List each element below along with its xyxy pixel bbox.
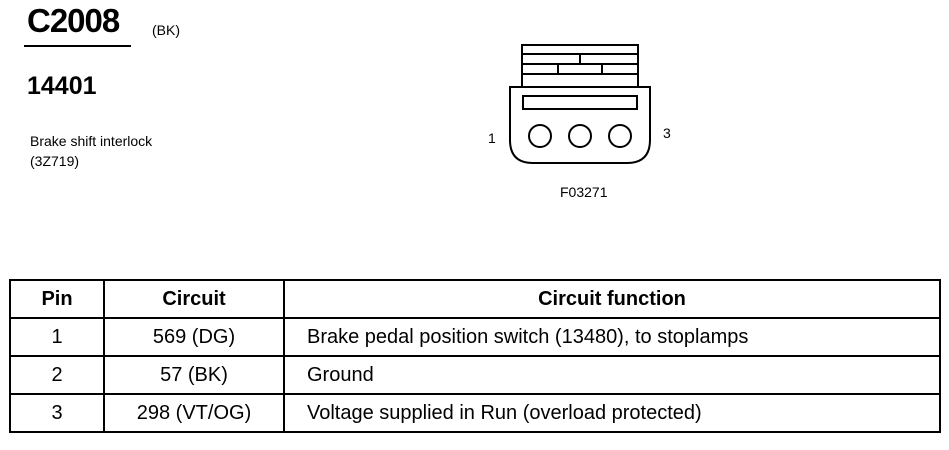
pinout-table: Pin Circuit Circuit function 1 569 (DG) … (9, 279, 941, 433)
pin-cavity-1 (528, 124, 552, 148)
connector-face-diagram (509, 44, 651, 164)
header-circuit: Circuit (103, 279, 285, 319)
pin-cell: 3 (9, 393, 105, 433)
circuit-cell: 57 (BK) (103, 355, 285, 395)
table-row: 3 298 (VT/OG) Voltage supplied in Run (o… (9, 393, 941, 433)
pin-cavity-3 (608, 124, 632, 148)
connector-id-underline (24, 45, 131, 47)
pin-cell: 1 (9, 317, 105, 357)
table-header-row: Pin Circuit Circuit function (9, 279, 941, 319)
circuit-function-cell: Voltage supplied in Run (overload protec… (283, 393, 941, 433)
description-line-1: Brake shift interlock (30, 133, 153, 149)
connector-body (509, 86, 651, 164)
pin-cavity-2 (568, 124, 592, 148)
circuit-function-cell: Ground (283, 355, 941, 395)
pin-cell: 2 (9, 355, 105, 395)
pin-label-last: 3 (663, 125, 671, 141)
header-pin: Pin (9, 279, 105, 319)
table-row: 1 569 (DG) Brake pedal position switch (… (9, 317, 941, 357)
table-row: 2 57 (BK) Ground (9, 355, 941, 395)
figure-id: F03271 (560, 184, 608, 200)
key-slot (522, 95, 638, 110)
circuit-function-cell: Brake pedal position switch (13480), to … (283, 317, 941, 357)
header-circuit-function: Circuit function (283, 279, 941, 319)
circuit-cell: 569 (DG) (103, 317, 285, 357)
connector-id: C2008 (27, 2, 120, 39)
color-code: (BK) (152, 22, 180, 38)
pin-label-first: 1 (488, 130, 496, 146)
locking-tab (521, 44, 639, 88)
circuit-cell: 298 (VT/OG) (103, 393, 285, 433)
connector-description: Brake shift interlock (3Z719) (30, 131, 152, 171)
description-line-2: (3Z719) (30, 153, 80, 169)
part-number: 14401 (27, 72, 97, 100)
